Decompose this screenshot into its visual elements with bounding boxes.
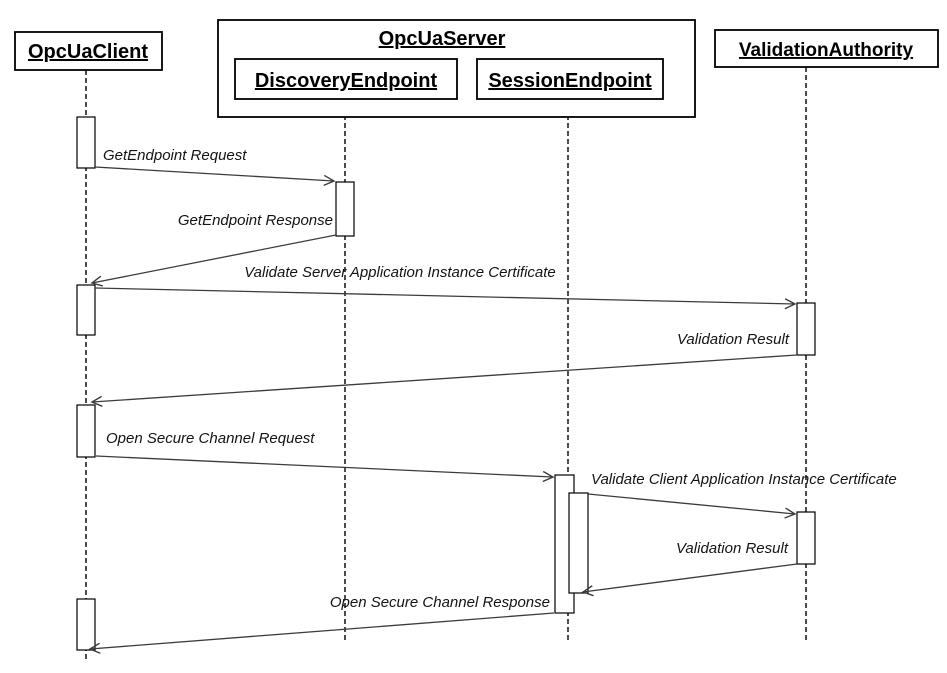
- participant-box-opcuaclient: [14, 31, 163, 71]
- message-label-validate-server-certificate: Validate Server Application Instance Cer…: [244, 264, 556, 281]
- message-arrow-validation-result-client: [581, 563, 798, 597]
- activation-bar-client-2: [76, 284, 96, 336]
- activation-bar-discovery: [335, 181, 355, 237]
- message-label-validation-result-client: Validation Result: [676, 540, 789, 557]
- message-label-get-endpoint-response: GetEndpoint Response: [178, 212, 333, 229]
- message-label-get-endpoint-request: GetEndpoint Request: [103, 147, 247, 164]
- activation-bar-client-1: [76, 116, 96, 169]
- message-label-open-secure-channel-response: Open Secure Channel Response: [330, 594, 550, 611]
- message-arrow-validate-server-certificate: [94, 287, 797, 310]
- message-arrow-validation-result-server: [90, 354, 798, 407]
- message-arrow-get-endpoint-request: [94, 166, 336, 187]
- message-label-validate-client-certificate: Validate Client Application Instance Cer…: [591, 471, 897, 488]
- message-arrow-open-secure-channel-response: [88, 612, 555, 654]
- activation-bar-session-nested: [568, 492, 589, 594]
- participant-label-sessionendpoint: SessionEndpoint: [488, 70, 652, 92]
- participant-box-sessionendpoint: [476, 58, 664, 100]
- participant-label-opcuaserver: OpcUaServer: [379, 28, 506, 50]
- participant-box-discoveryendpoint: [234, 58, 458, 100]
- activation-bar-client-3: [76, 404, 96, 458]
- message-label-validation-result-server: Validation Result: [677, 331, 790, 348]
- participant-box-validationauthority: [714, 29, 939, 68]
- participant-label-discoveryendpoint: DiscoveryEndpoint: [255, 70, 438, 92]
- message-arrow-validate-client-certificate: [587, 493, 797, 519]
- participant-label-validationauthority: ValidationAuthority: [739, 40, 914, 61]
- activation-bar-client-4: [76, 598, 96, 651]
- message-label-open-secure-channel-request: Open Secure Channel Request: [106, 430, 315, 447]
- activation-bar-authority-2: [796, 511, 816, 565]
- message-arrow-get-endpoint-response: [90, 234, 337, 287]
- message-arrow-open-secure-channel-request: [95, 455, 555, 483]
- activation-bar-authority-1: [796, 302, 816, 356]
- participant-label-opcuaclient: OpcUaClient: [28, 41, 148, 63]
